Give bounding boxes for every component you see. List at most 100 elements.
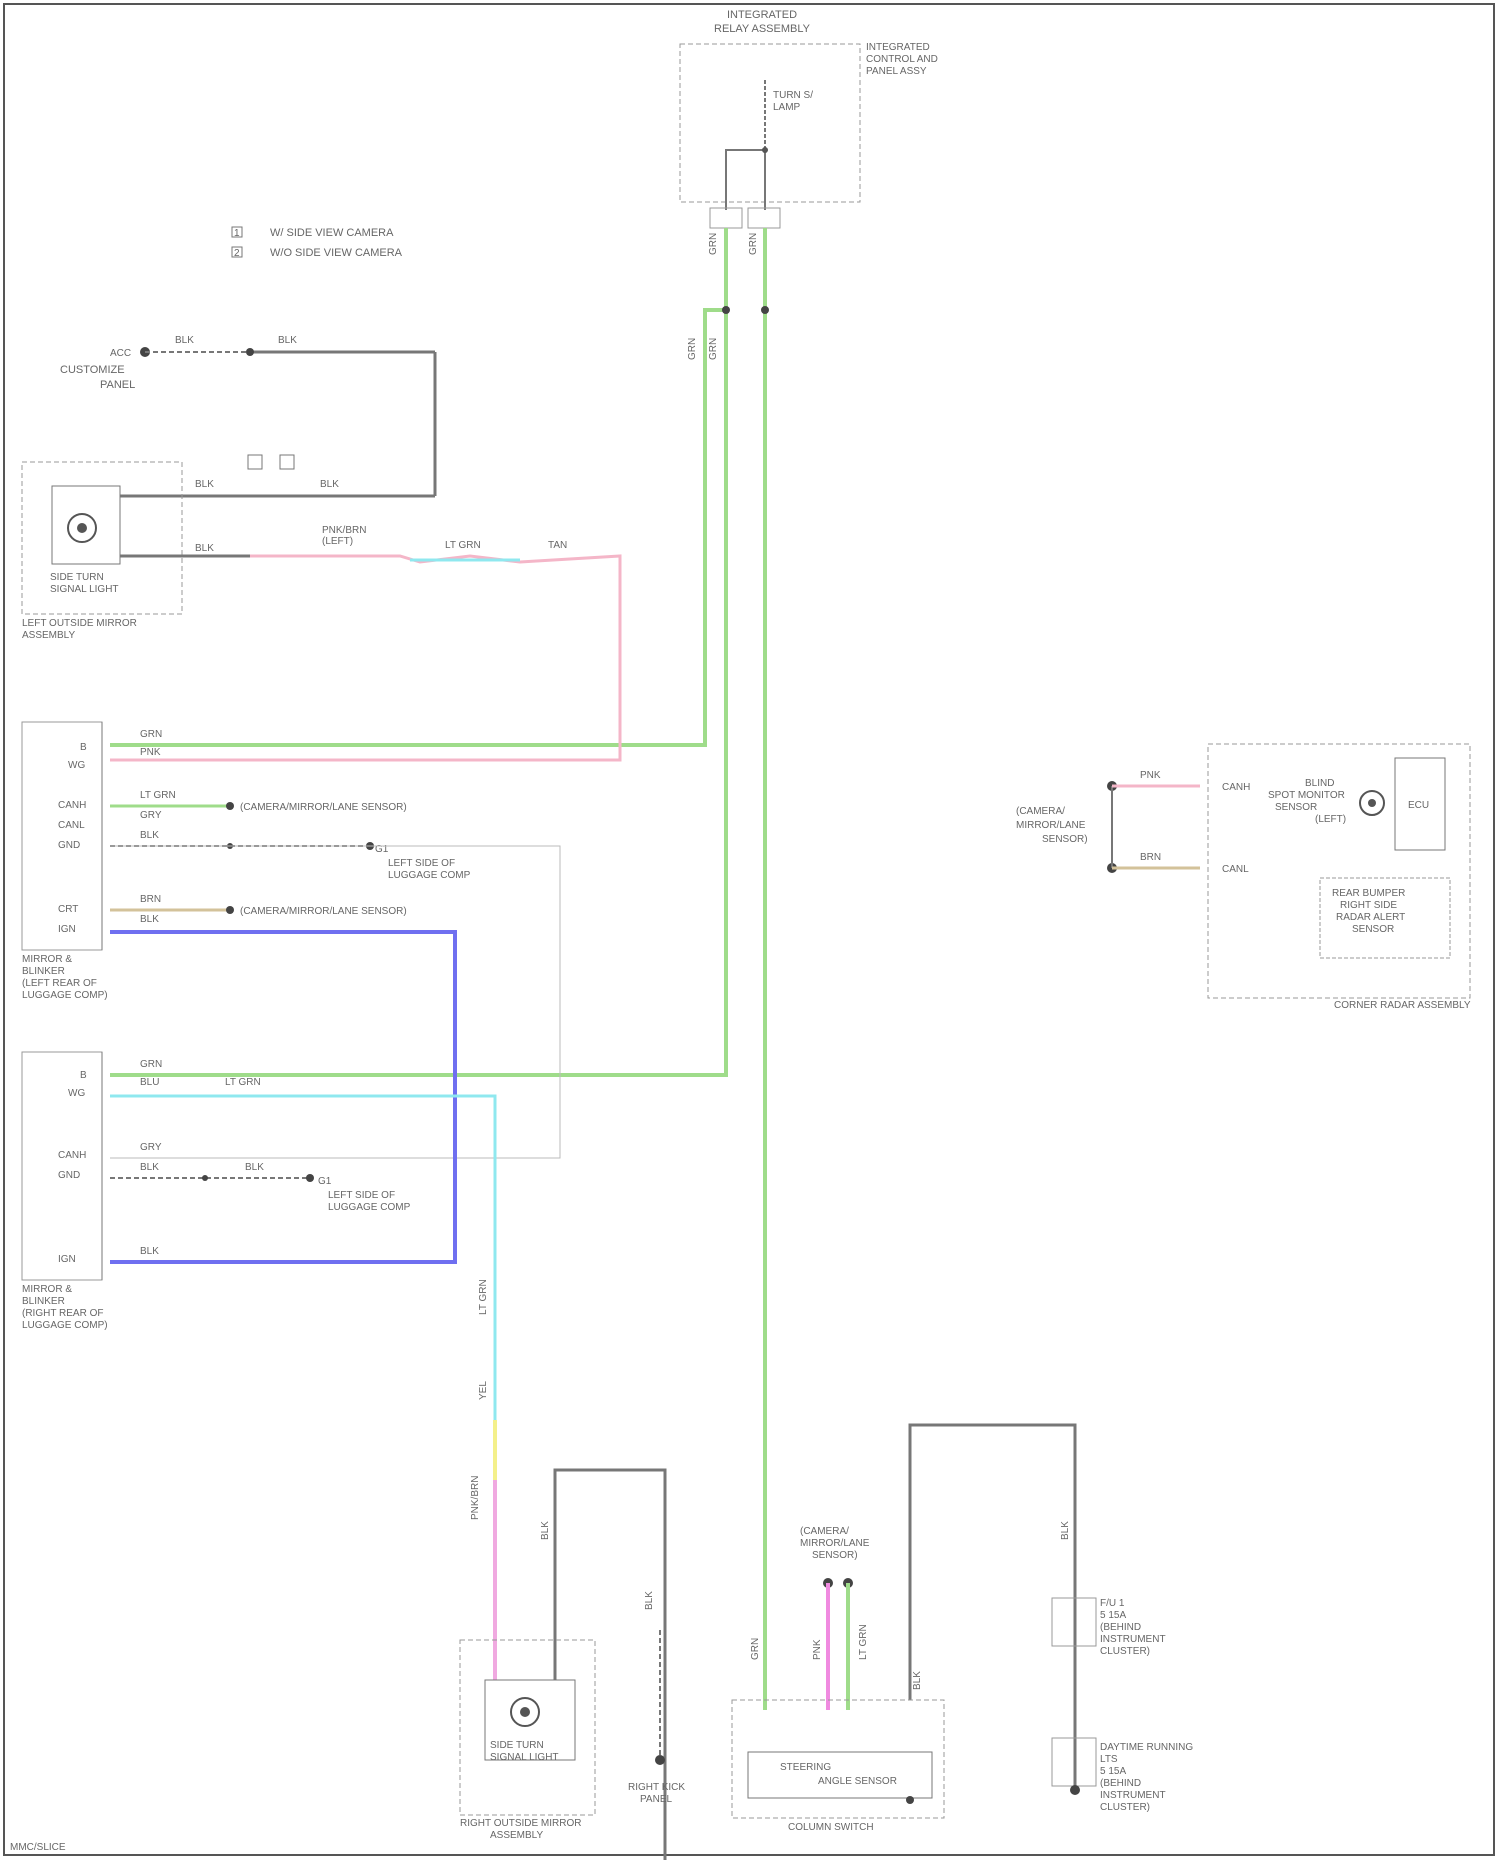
pink-label-2: (LEFT)	[322, 536, 353, 547]
left-mirror-inner-2: SIGNAL LIGHT	[50, 584, 119, 595]
svg-text:LUGGAGE COMP: LUGGAGE COMP	[328, 1202, 411, 1213]
svg-text:GRN: GRN	[748, 233, 759, 255]
svg-text:5 15A: 5 15A	[1100, 1610, 1126, 1621]
svg-text:LTS: LTS	[1100, 1754, 1118, 1765]
relay-inner-2: LAMP	[773, 102, 801, 113]
svg-text:DAYTIME RUNNING: DAYTIME RUNNING	[1100, 1742, 1193, 1753]
svg-text:(CAMERA/MIRROR/LANE SENSOR): (CAMERA/MIRROR/LANE SENSOR)	[240, 802, 407, 813]
svg-text:CANL: CANL	[1222, 864, 1249, 875]
left-mirror-wire-top: BLK	[195, 479, 214, 490]
svg-text:BLU: BLU	[140, 1077, 159, 1088]
svg-text:BLK: BLK	[140, 830, 159, 841]
svg-text:2: 2	[234, 248, 240, 259]
svg-text:YEL: YEL	[478, 1381, 489, 1400]
svg-text:INSTRUMENT: INSTRUMENT	[1100, 1634, 1166, 1645]
legend-item-1: W/ SIDE VIEW CAMERA	[270, 227, 394, 239]
svg-text:GRN: GRN	[750, 1638, 761, 1660]
svg-text:(CAMERA/: (CAMERA/	[800, 1526, 849, 1537]
svg-text:RIGHT SIDE: RIGHT SIDE	[1340, 900, 1397, 911]
svg-text:GRN: GRN	[140, 1059, 162, 1070]
svg-text:GRN: GRN	[708, 233, 719, 255]
svg-text:(CAMERA/MIRROR/LANE SENSOR): (CAMERA/MIRROR/LANE SENSOR)	[240, 906, 407, 917]
svg-text:CRT: CRT	[58, 904, 78, 915]
svg-text:BLK: BLK	[245, 1162, 264, 1173]
svg-text:IGN: IGN	[58, 1254, 76, 1265]
svg-text:GRN: GRN	[687, 338, 698, 360]
svg-text:SPOT MONITOR: SPOT MONITOR	[1268, 790, 1345, 801]
svg-text:LEFT SIDE OF: LEFT SIDE OF	[388, 858, 455, 869]
svg-text:BLK: BLK	[140, 1162, 159, 1173]
svg-text:CORNER RADAR ASSEMBLY: CORNER RADAR ASSEMBLY	[1334, 1000, 1471, 1011]
svg-text:BLK: BLK	[644, 1591, 655, 1610]
left-mirror-wire-bottom: BLK	[195, 543, 214, 554]
svg-text:INSTRUMENT: INSTRUMENT	[1100, 1790, 1166, 1801]
svg-text:REAR BUMPER: REAR BUMPER	[1332, 888, 1405, 899]
left-mirror-inner-1: SIDE TURN	[50, 572, 104, 583]
svg-text:LT GRN: LT GRN	[225, 1077, 261, 1088]
svg-text:GRY: GRY	[140, 1142, 162, 1153]
svg-text:SENSOR: SENSOR	[1275, 802, 1317, 813]
fuse-block: BLK F/U 1 5 15A (BEHIND INSTRUMENT CLUST…	[1052, 1521, 1193, 1813]
svg-text:MIRROR/LANE: MIRROR/LANE	[800, 1538, 870, 1549]
svg-text:F/U 1: F/U 1	[1100, 1598, 1125, 1609]
right-mirror-assembly: LT GRN YEL PNK/BRN BLK SIDE TURN SIGNAL …	[460, 1279, 665, 1860]
svg-text:PNK: PNK	[1140, 770, 1161, 781]
svg-text:RIGHT OUTSIDE MIRROR: RIGHT OUTSIDE MIRROR	[460, 1818, 581, 1829]
footer-text: MMC/SLICE	[10, 1842, 66, 1853]
integrated-relay-block: INTEGRATED RELAY ASSEMBLY INTEGRATED CON…	[680, 9, 938, 255]
svg-text:PANEL: PANEL	[640, 1794, 672, 1805]
svg-text:GRN: GRN	[140, 729, 162, 740]
power-sub: PANEL	[100, 379, 135, 391]
svg-text:CANH: CANH	[1222, 782, 1250, 793]
power-feed: ACC CUSTOMIZE PANEL BLK BLK	[60, 335, 435, 496]
left-module: B WG CANH CANL GND CRT IGN MIRROR & BLIN…	[22, 722, 560, 1262]
svg-text:(RIGHT REAR OF: (RIGHT REAR OF	[22, 1308, 103, 1319]
svg-text:LUGGAGE COMP): LUGGAGE COMP)	[22, 990, 108, 1001]
svg-text:IGN: IGN	[58, 924, 76, 935]
legend: 1 W/ SIDE VIEW CAMERA 2 W/O SIDE VIEW CA…	[232, 227, 403, 259]
svg-text:ECU: ECU	[1408, 800, 1429, 811]
corner-radar-block: (CAMERA/ MIRROR/LANE SENSOR) PNK BRN CAN…	[1016, 744, 1471, 1011]
svg-text:SENSOR: SENSOR	[1352, 924, 1394, 935]
left-mirror-assembly: SIDE TURN SIGNAL LIGHT LEFT OUTSIDE MIRR…	[22, 455, 620, 760]
svg-text:ANGLE SENSOR: ANGLE SENSOR	[818, 1776, 897, 1787]
svg-text:WG: WG	[68, 1088, 85, 1099]
svg-text:PNK/BRN: PNK/BRN	[470, 1476, 481, 1520]
right-module: B WG CANH GND IGN MIRROR & BLINKER (RIGH…	[22, 1052, 495, 1420]
svg-text:(LEFT REAR OF: (LEFT REAR OF	[22, 978, 97, 989]
left-mirror-outer-1: LEFT OUTSIDE MIRROR	[22, 618, 137, 629]
svg-text:LT GRN: LT GRN	[858, 1624, 869, 1660]
svg-text:1: 1	[234, 228, 240, 239]
cyan-label: LT GRN	[445, 540, 481, 551]
svg-text:CANH: CANH	[58, 1150, 86, 1161]
svg-text:LT GRN: LT GRN	[478, 1279, 489, 1315]
svg-text:BRN: BRN	[140, 894, 161, 905]
svg-text:BLK: BLK	[540, 1521, 551, 1540]
relay-side-2: CONTROL AND	[866, 54, 938, 65]
ground-right-kick: BLK RIGHT KICK PANEL	[628, 1591, 685, 1805]
power-wire-1: BLK	[175, 335, 194, 346]
svg-text:B: B	[80, 1070, 87, 1081]
svg-text:MIRROR/LANE: MIRROR/LANE	[1016, 820, 1086, 831]
svg-text:RADAR ALERT: RADAR ALERT	[1336, 912, 1405, 923]
svg-text:LEFT SIDE OF: LEFT SIDE OF	[328, 1190, 395, 1201]
tan-label: TAN	[548, 540, 567, 551]
relay-inner-1: TURN S/	[773, 90, 813, 101]
svg-text:SIDE TURN: SIDE TURN	[490, 1740, 544, 1751]
power-wire-2: BLK	[278, 335, 297, 346]
svg-text:BLK: BLK	[1060, 1521, 1071, 1540]
svg-text:CLUSTER): CLUSTER)	[1100, 1646, 1150, 1657]
svg-text:BRN: BRN	[1140, 852, 1161, 863]
svg-text:GRN: GRN	[708, 338, 719, 360]
svg-text:BLINKER: BLINKER	[22, 1296, 65, 1307]
svg-text:(BEHIND: (BEHIND	[1100, 1622, 1141, 1633]
svg-text:BLINKER: BLINKER	[22, 966, 65, 977]
svg-text:LUGGAGE COMP): LUGGAGE COMP)	[22, 1320, 108, 1331]
svg-text:PNK: PNK	[140, 747, 161, 758]
svg-text:CLUSTER): CLUSTER)	[1100, 1802, 1150, 1813]
svg-text:BLK: BLK	[140, 1246, 159, 1257]
svg-text:GRY: GRY	[140, 810, 162, 821]
power-pin: ACC	[110, 348, 131, 359]
svg-text:WG: WG	[68, 760, 85, 771]
wire-green-right-module	[110, 310, 726, 1075]
